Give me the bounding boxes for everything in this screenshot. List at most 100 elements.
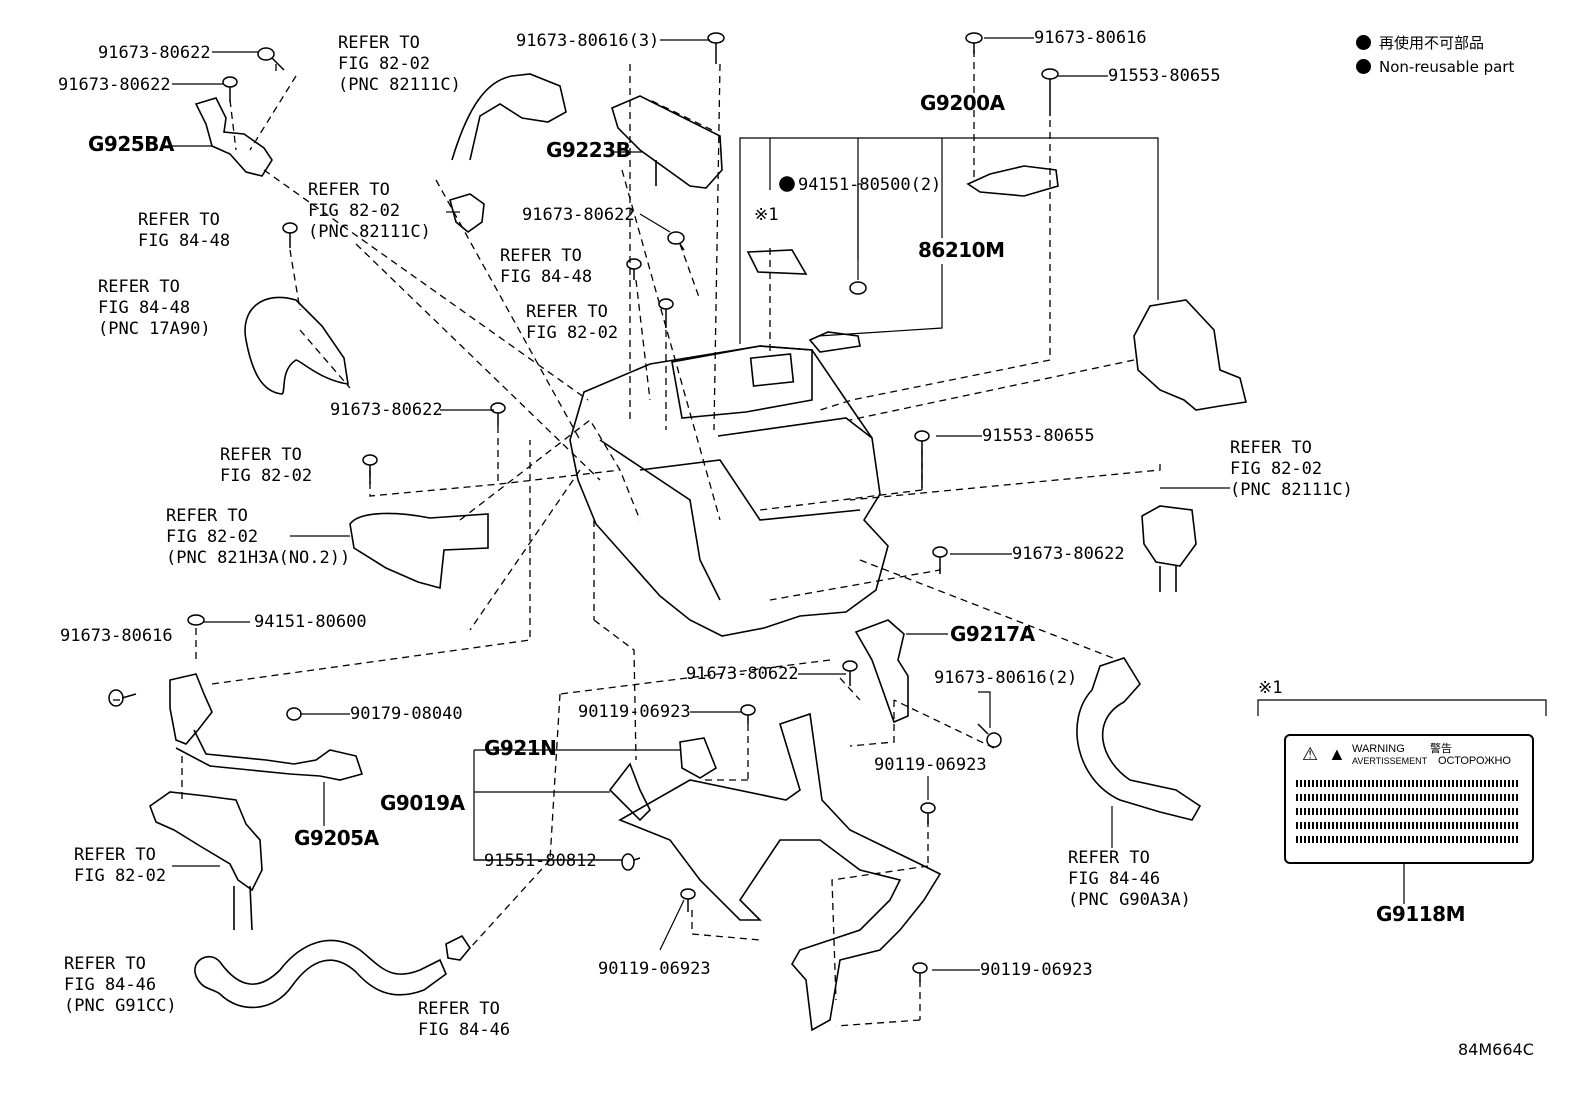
label-text-line bbox=[1296, 780, 1520, 787]
bolt-icon bbox=[282, 222, 298, 248]
part-label[interactable]: G9019A bbox=[380, 791, 465, 815]
part-label[interactable]: 91673-80622 bbox=[58, 75, 171, 95]
part-label[interactable]: 91553-80655 bbox=[982, 426, 1095, 446]
bolt-icon bbox=[680, 888, 696, 912]
label-text-line bbox=[1296, 794, 1520, 801]
part-label[interactable]: 91553-80655 bbox=[1108, 66, 1221, 86]
part-label[interactable]: 90119-06923 bbox=[874, 755, 987, 775]
part-label[interactable]: G9217A bbox=[950, 622, 1035, 646]
bolt-icon bbox=[621, 853, 641, 871]
reference-note[interactable]: REFER TO FIG 82-02 (PNC 821H3A(NO.2)) bbox=[166, 506, 351, 568]
bolt-icon bbox=[965, 32, 983, 54]
warning-text-fr: AVERTISSEMENT bbox=[1352, 756, 1428, 766]
warning-text-en: WARNING bbox=[1352, 743, 1405, 755]
part-label[interactable]: G921N bbox=[484, 736, 557, 760]
warning-text-jp: 警告 bbox=[1430, 743, 1452, 755]
hose-17a90 bbox=[244, 296, 349, 395]
bolt-icon bbox=[707, 32, 725, 64]
bolt-icon bbox=[257, 47, 285, 71]
bracket-g9223b bbox=[611, 95, 723, 189]
part-label[interactable]: 94151-80500(2) bbox=[798, 175, 942, 195]
label-text-line bbox=[1296, 836, 1520, 843]
bolt-icon bbox=[626, 258, 642, 280]
component-outlines bbox=[149, 73, 1247, 1032]
catalog-id: 84M664C bbox=[1458, 1040, 1534, 1059]
sensor-assembly bbox=[149, 791, 263, 892]
bolt-icon bbox=[362, 454, 378, 484]
bracket-g9200a bbox=[966, 165, 1059, 197]
reference-note[interactable]: REFER TO FIG 82-02 bbox=[526, 302, 619, 343]
reference-note[interactable]: REFER TO FIG 82-02 (PNC 82111C) bbox=[308, 180, 431, 242]
note-mark: ※1 bbox=[1258, 678, 1283, 698]
reference-note[interactable]: REFER TO FIG 84-48 bbox=[138, 210, 231, 251]
reference-note[interactable]: REFER TO FIG 84-48 (PNC 17A90) bbox=[98, 277, 211, 339]
reference-note[interactable]: REFER TO FIG 84-48 bbox=[500, 246, 593, 287]
connector-small bbox=[449, 193, 485, 234]
part-label[interactable]: 91673-80622 bbox=[686, 664, 799, 684]
bolt-icon bbox=[912, 962, 928, 982]
legend-label: 再使用不可部品 bbox=[1379, 34, 1485, 52]
legend-label: Non-reusable part bbox=[1379, 58, 1515, 76]
bolt-icon bbox=[842, 660, 858, 686]
part-label[interactable]: 86210M bbox=[918, 238, 1005, 262]
part-label[interactable]: 91673-80622 bbox=[522, 205, 635, 225]
warning-text-ru: ОСТОРОЖНО bbox=[1438, 755, 1511, 767]
part-label[interactable]: 90119-06923 bbox=[980, 960, 1093, 980]
bolt-icon bbox=[920, 802, 936, 824]
clip-g921n bbox=[679, 737, 717, 779]
hose-upper-left bbox=[451, 73, 567, 161]
part-label[interactable]: 91673-80616(2) bbox=[934, 668, 1078, 688]
warning-triangle-icon: ⚠ bbox=[1302, 744, 1319, 764]
non-reusable-dot-icon bbox=[1356, 59, 1371, 74]
part-label[interactable]: G9223B bbox=[546, 138, 631, 162]
bolt-fasteners bbox=[108, 32, 1059, 982]
legend-item-en: Non-reusable part bbox=[1356, 58, 1514, 76]
reference-note[interactable]: REFER TO FIG 84-46 (PNC G91CC) bbox=[64, 954, 177, 1016]
reference-note[interactable]: REFER TO FIG 82-02 bbox=[220, 445, 313, 486]
bolt-icon bbox=[849, 281, 867, 295]
legend-item-jp: 再使用不可部品 bbox=[1356, 32, 1484, 53]
bolt-icon bbox=[490, 402, 506, 426]
label-sticker bbox=[746, 249, 808, 275]
bolt-icon bbox=[914, 430, 930, 488]
part-label[interactable]: 94151-80600 bbox=[254, 612, 367, 632]
part-label[interactable]: 91673-80622 bbox=[1012, 544, 1125, 564]
bracket-g9205a bbox=[169, 673, 213, 745]
hose-821h3a bbox=[349, 512, 489, 590]
part-label[interactable]: 91673-80616 bbox=[60, 626, 173, 646]
part-label[interactable]: 91551-80812 bbox=[484, 851, 597, 871]
bolt-icon bbox=[187, 614, 205, 626]
reference-note[interactable]: REFER TO FIG 84-46 (PNC G90A3A) bbox=[1068, 848, 1191, 910]
bolt-icon bbox=[977, 723, 1002, 748]
part-label[interactable]: G925BA bbox=[88, 132, 174, 156]
reference-note[interactable]: REFER TO FIG 82-02 (PNC 82111C) bbox=[338, 33, 461, 95]
part-label[interactable]: 90119-06923 bbox=[578, 702, 691, 722]
part-label[interactable]: 90119-06923 bbox=[598, 959, 711, 979]
part-label[interactable]: 90179-08040 bbox=[350, 704, 463, 724]
bolt-icon bbox=[286, 707, 302, 721]
bolt-icon bbox=[1041, 68, 1059, 116]
bracket-g925ba bbox=[194, 97, 273, 177]
part-label[interactable]: 91673-80622 bbox=[330, 400, 443, 420]
part-label[interactable]: 91673-80616 bbox=[1034, 28, 1147, 48]
reference-note[interactable]: REFER TO FIG 82-02 bbox=[74, 845, 167, 886]
part-label[interactable]: G9200A bbox=[920, 91, 1005, 115]
bolt-icon bbox=[658, 298, 674, 328]
non-reusable-dot-icon bbox=[1356, 35, 1371, 50]
part-label[interactable]: 91673-80622 bbox=[98, 43, 211, 63]
leader-lines bbox=[164, 37, 1547, 971]
frame-g9019a bbox=[618, 712, 942, 1032]
hose-g90a3a bbox=[1076, 657, 1202, 821]
bolt-icon bbox=[108, 689, 137, 707]
reference-note[interactable]: REFER TO FIG 84-46 bbox=[418, 999, 511, 1040]
label-text-line bbox=[1296, 808, 1520, 815]
part-label[interactable]: G9205A bbox=[294, 826, 379, 850]
connector-right-lower bbox=[1141, 505, 1197, 567]
connector-right bbox=[1133, 299, 1247, 411]
reference-note[interactable]: REFER TO FIG 82-02 (PNC 82111C) bbox=[1230, 438, 1353, 500]
hose-g91cc bbox=[194, 939, 447, 1009]
part-label[interactable]: 91673-80616(3) bbox=[516, 31, 660, 51]
part-label[interactable]: G9118M bbox=[1376, 902, 1465, 926]
